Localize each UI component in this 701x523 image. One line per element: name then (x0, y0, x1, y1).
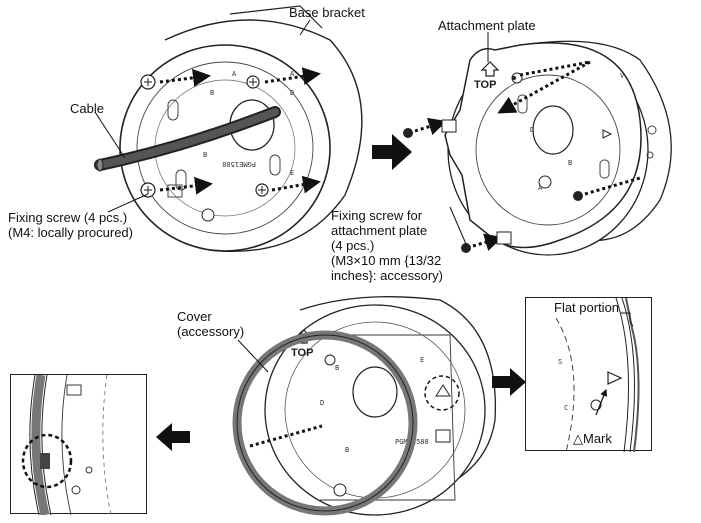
zoom-arrow-left (156, 423, 190, 451)
label-cover: Cover (accessory) (177, 309, 245, 339)
step-arrow-right (372, 134, 412, 170)
svg-text:A: A (232, 70, 237, 78)
label-fixing-screw-plate: Fixing screw for attachment plate (4 pcs… (331, 208, 443, 283)
svg-text:A: A (290, 70, 295, 78)
svg-text:B: B (568, 159, 572, 167)
svg-text:E: E (290, 169, 294, 177)
label-base-bracket: Base bracket (289, 5, 365, 20)
svg-text:V: V (620, 72, 625, 80)
cover-assembly-drawing: PGME1588 BD BE TOP (232, 296, 497, 516)
svg-text:B: B (203, 151, 207, 159)
svg-text:D: D (530, 126, 534, 134)
label-attachment-plate: Attachment plate (438, 18, 536, 33)
svg-text:E: E (420, 356, 424, 364)
top-mark-cover: TOP (291, 347, 313, 359)
svg-text:A: A (538, 184, 543, 192)
leader-lines-panel1 (94, 19, 311, 213)
attachment-plate-drawing: D B A V TOP (403, 40, 672, 256)
svg-text:D: D (320, 399, 324, 407)
svg-text:D: D (290, 89, 294, 97)
svg-text:B: B (335, 364, 339, 372)
zoom-arrow-right (492, 368, 526, 396)
label-mark: △Mark (573, 431, 612, 446)
svg-text:B: B (345, 446, 349, 454)
flat-portion-detail: S C (555, 298, 640, 452)
base-bracket-drawing: PGME1588 A A B D B E (119, 5, 363, 253)
zoom-panel-flat-portion: S C (525, 297, 652, 452)
cover-notch-detail (21, 375, 112, 515)
label-fixing-screw: Fixing screw (4 pcs.) (M4: locally procu… (8, 210, 133, 240)
label-flat-portion: Flat portion (554, 300, 620, 315)
zoom-panel-cover-notch (10, 374, 147, 515)
label-cable: Cable (70, 101, 104, 116)
leader-lines-panel2 (449, 32, 489, 245)
svg-text:C: C (564, 404, 568, 412)
top-mark-plate: TOP (474, 79, 496, 91)
svg-text:PGME1588: PGME1588 (222, 160, 256, 168)
svg-text:S: S (558, 358, 562, 366)
svg-text:B: B (210, 89, 214, 97)
leader-line-cover (237, 339, 269, 373)
cable (94, 106, 281, 172)
